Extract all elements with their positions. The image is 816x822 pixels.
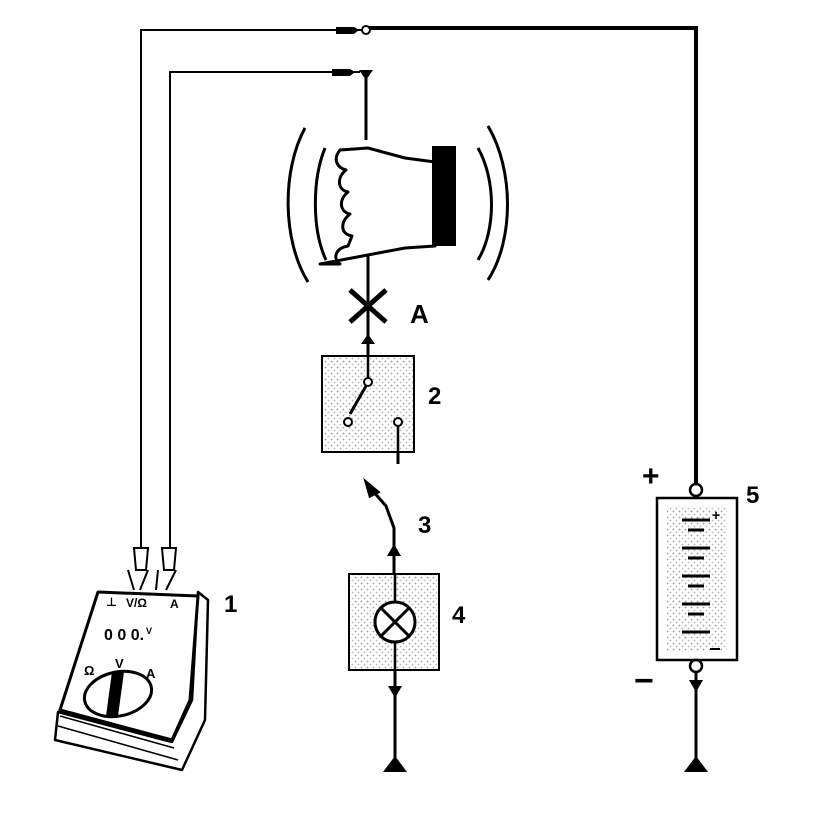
connector-component xyxy=(363,477,396,548)
connector-arrow xyxy=(387,544,401,556)
battery-component xyxy=(655,482,739,674)
switch-component xyxy=(321,355,415,453)
battery-terminal-plus-mark: + xyxy=(712,507,720,523)
connector-arrow-top xyxy=(359,70,373,80)
test-lead-lower xyxy=(169,71,360,548)
battery-negative-sign: − xyxy=(634,662,654,700)
switch-callout: 2 xyxy=(428,383,441,410)
battery-callout: 5 xyxy=(746,482,759,509)
multimeter-dial-label-ohm: Ω xyxy=(84,663,94,678)
wire-arrow-a xyxy=(361,334,375,344)
multimeter-jack-label-ground: ⊥ xyxy=(106,595,117,609)
lamp-component xyxy=(348,573,440,671)
lamp-callout: 4 xyxy=(452,602,466,629)
hand-icon xyxy=(318,146,456,266)
fault-point-marker xyxy=(348,288,388,324)
battery-ground-icon xyxy=(684,756,708,772)
connector-callout: 3 xyxy=(418,512,431,539)
test-lead-upper xyxy=(140,29,364,548)
lamp-ground-arrow xyxy=(388,686,402,698)
multimeter-dial-label-volt: V xyxy=(115,656,124,671)
probe-tip-upper xyxy=(336,27,359,34)
battery-positive-sign: + xyxy=(642,460,660,493)
battery-positive-wire xyxy=(368,26,698,484)
multimeter-callout: 1 xyxy=(224,591,237,618)
multimeter-jack-label-amp: A xyxy=(170,597,179,611)
multimeter-component xyxy=(53,547,210,772)
multimeter-display: 0 0 0. xyxy=(104,627,144,644)
connector-terminal-top xyxy=(361,25,371,35)
motion-lines xyxy=(286,125,509,283)
battery-ground-arrow xyxy=(689,680,703,692)
multimeter-dial-label-amp: A xyxy=(146,666,156,681)
multimeter-display-unit: V xyxy=(146,626,152,636)
lamp-ground-icon xyxy=(383,756,407,772)
multimeter-jack-label-vohm: V/Ω xyxy=(126,596,147,610)
probe-tip-lower xyxy=(332,69,355,76)
fault-point-label: A xyxy=(410,299,429,329)
